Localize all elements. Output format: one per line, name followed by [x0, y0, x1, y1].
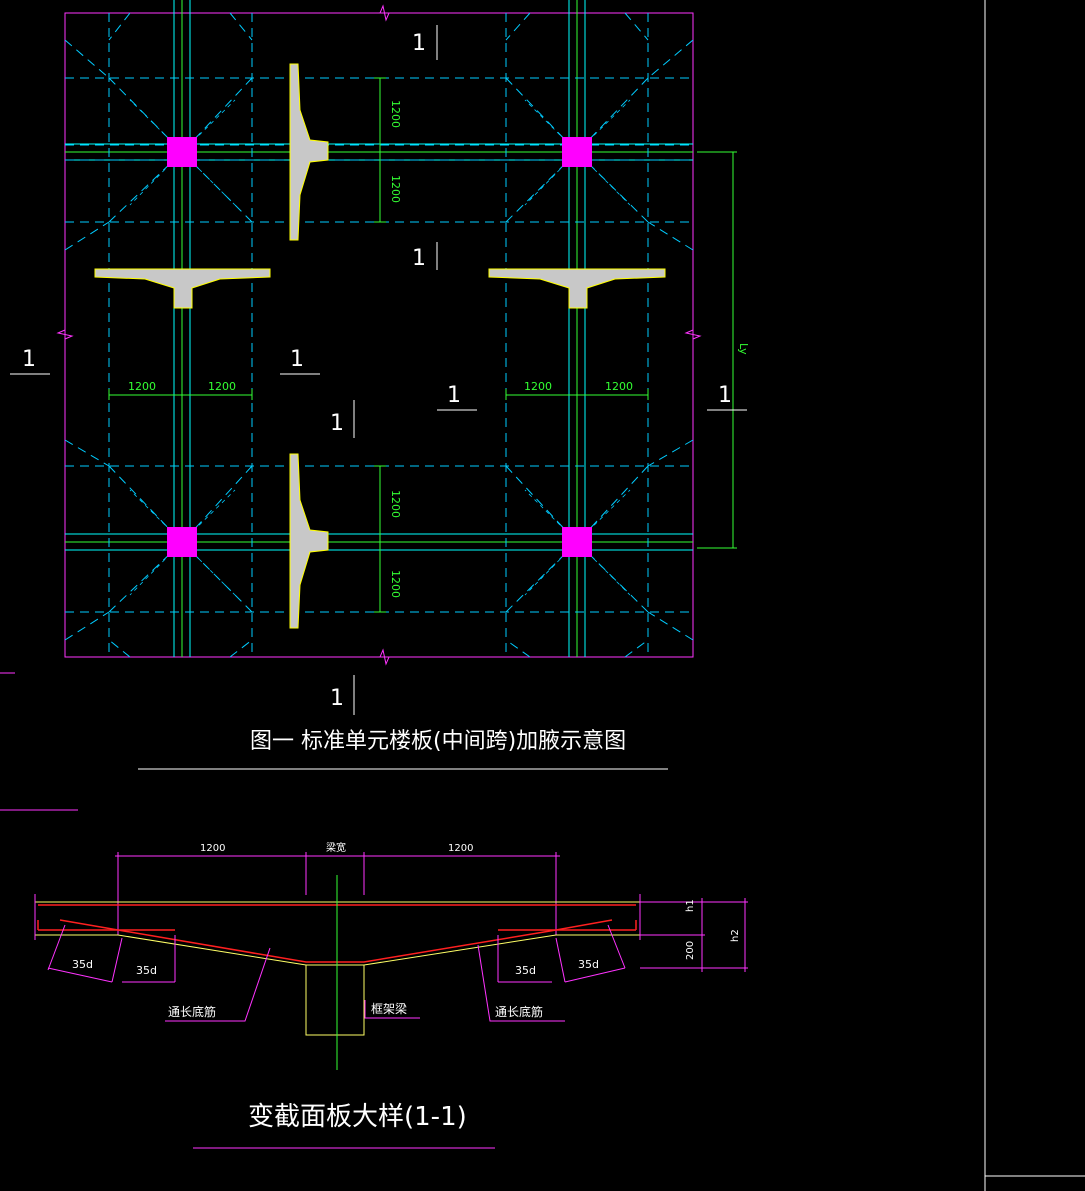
- dim-ly: Ly: [737, 343, 750, 355]
- section-mark-6: 1: [290, 347, 304, 372]
- anchor-35d-4: 35d: [578, 958, 599, 971]
- dim-right-1: 1200: [524, 380, 552, 393]
- column-top-right: [562, 137, 592, 167]
- column-bottom-right: [562, 527, 592, 557]
- haunch-profiles: [94, 63, 666, 629]
- section-detail: 1200 梁宽 1200: [34, 841, 748, 1149]
- dim-top-2: 1200: [389, 175, 402, 203]
- section-dim-mid: 梁宽: [326, 841, 346, 854]
- dim-bottom-2: 1200: [389, 570, 402, 598]
- label-bottom-rebar-right: 通长底筋: [495, 1004, 543, 1019]
- section-marks: [10, 25, 747, 715]
- haunch-profile-bottom: [289, 453, 329, 629]
- section-mark-labels: 1 1 1 1 1 1 1 1: [22, 31, 732, 711]
- plan-boundary: [64, 12, 694, 658]
- haunch-profile-top: [289, 63, 329, 241]
- plan-view: 1200 1200 1200 1200 1200 1200 1200 1200 …: [10, 0, 750, 770]
- leader-lines: [165, 944, 565, 1022]
- section-mark-4: 1: [330, 686, 344, 711]
- dim-left-2: 1200: [208, 380, 236, 393]
- plan-dimension-lines: [108, 77, 737, 613]
- section-mark-1: 1: [412, 31, 426, 56]
- slab-outline: [34, 894, 641, 1036]
- axis-center-lines: [65, 0, 693, 657]
- section-mark-3: 1: [330, 411, 344, 436]
- section-top-dims: [115, 852, 560, 935]
- haunch-profile-left: [94, 268, 271, 309]
- anchor-35d-2: 35d: [136, 964, 157, 977]
- dim-h1: h1: [685, 899, 696, 912]
- column-top-left: [167, 137, 197, 167]
- dim-h2: h2: [730, 929, 741, 942]
- section-mark-5: 1: [22, 347, 36, 372]
- anchor-annotations: [47, 924, 626, 983]
- section-dim-right: 1200: [448, 843, 473, 854]
- section-dim-left: 1200: [200, 843, 225, 854]
- dim-left-1: 1200: [128, 380, 156, 393]
- break-marks: [56, 4, 702, 666]
- label-bottom-rebar-left: 通长底筋: [168, 1004, 216, 1019]
- anchor-35d-1: 35d: [72, 958, 93, 971]
- dim-top-1: 1200: [389, 100, 402, 128]
- haunch-boundaries: [64, 12, 694, 658]
- dim-bottom-1: 1200: [389, 490, 402, 518]
- dim-right-2: 1200: [605, 380, 633, 393]
- height-dims: [640, 898, 748, 972]
- plan-dimension-text: 1200 1200 1200 1200 1200 1200 1200 1200 …: [128, 100, 750, 598]
- columns: [167, 137, 592, 557]
- section-mark-7: 1: [447, 383, 461, 408]
- dim-200: 200: [685, 941, 696, 960]
- haunch-profile-right: [488, 268, 666, 309]
- plan-title: 图一 标准单元楼板(中间跨)加腋示意图: [250, 729, 626, 754]
- section-title: 变截面板大样(1-1): [248, 1102, 467, 1132]
- section-mark-8: 1: [718, 383, 732, 408]
- label-frame-beam: 框架梁: [371, 1001, 407, 1016]
- column-bottom-left: [167, 527, 197, 557]
- anchor-35d-3: 35d: [515, 964, 536, 977]
- section-mark-2: 1: [412, 246, 426, 271]
- axis-lines: [65, 0, 693, 657]
